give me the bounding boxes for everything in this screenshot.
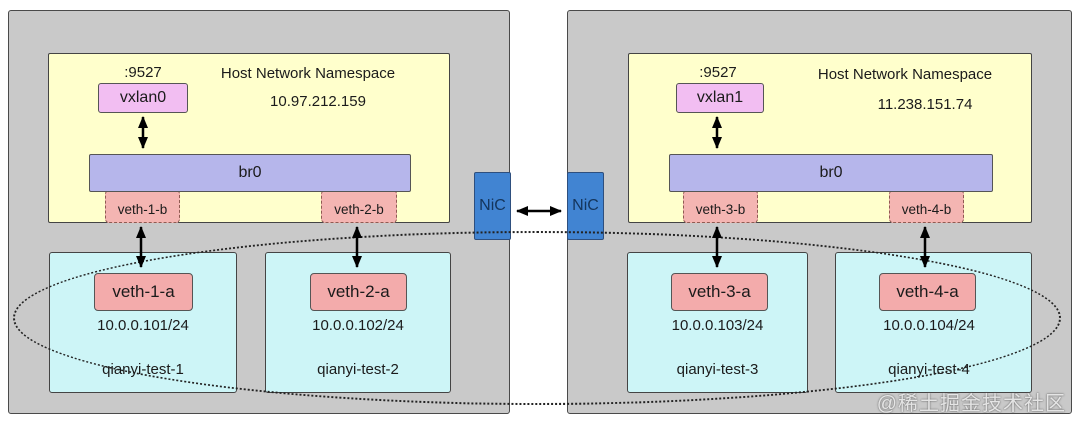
nic-box-left: NiC — [474, 172, 511, 240]
veth-peer-box: veth-4-b — [889, 190, 964, 223]
host-ip-label: 11.238.151.74 — [877, 96, 973, 113]
veth-peer-box: veth-2-b — [321, 190, 397, 223]
veth-peer-label: veth-3-b — [695, 202, 746, 217]
namespace-title: Host Network Namespace — [817, 66, 993, 83]
container-box-2: veth-2-a 10.0.0.102/24 qianyi-test-2 — [265, 252, 451, 393]
container-name-label: qianyi-test-4 — [888, 361, 970, 378]
container-ip-label: 10.0.0.102/24 — [312, 317, 404, 334]
bridge-label: br0 — [819, 164, 843, 181]
container-ip-label: 10.0.0.104/24 — [883, 317, 975, 334]
vxlan-interface-label: vxlan1 — [696, 89, 744, 106]
veth-container-box: veth-3-a — [671, 273, 768, 311]
watermark-text: @稀土掘金技术社区 — [876, 393, 1066, 415]
vxlan-interface-label: vxlan0 — [119, 89, 167, 106]
nic-label: NiC — [479, 197, 506, 214]
veth-container-box: veth-2-a — [310, 273, 407, 311]
veth-peer-box: veth-3-b — [683, 190, 758, 223]
veth-container-label: veth-3-a — [688, 282, 751, 301]
veth-peer-label: veth-4-b — [901, 202, 952, 217]
vxlan-port-label: :9527 — [699, 64, 737, 81]
container-name-label: qianyi-test-3 — [676, 361, 759, 378]
veth-peer-label: veth-2-b — [334, 202, 384, 217]
container-box-1: veth-1-a 10.0.0.101/24 qianyi-test-1 — [49, 252, 237, 393]
container-ip-label: 10.0.0.103/24 — [671, 317, 764, 334]
bridge-box: br0 — [669, 154, 993, 192]
namespace-box-left: :9527 Host Network Namespace 10.97.212.1… — [48, 53, 450, 223]
bridge-label: br0 — [238, 164, 262, 181]
veth-container-box: veth-4-a — [879, 273, 976, 311]
container-ip-label: 10.0.0.101/24 — [97, 317, 189, 334]
container-name-label: qianyi-test-2 — [317, 361, 399, 378]
container-box-3: veth-3-a 10.0.0.103/24 qianyi-test-3 — [627, 252, 808, 393]
veth-container-box: veth-1-a — [94, 273, 193, 311]
nic-label: NiC — [572, 197, 599, 214]
nic-box-right: NiC — [567, 172, 604, 240]
veth-container-label: veth-1-a — [112, 282, 175, 301]
veth-container-label: veth-2-a — [327, 282, 390, 301]
veth-peer-label: veth-1-b — [117, 202, 168, 217]
vxlan-interface-box: vxlan1 — [676, 83, 764, 113]
namespace-box-right: :9527 Host Network Namespace 11.238.151.… — [628, 53, 1032, 223]
host-ip-label: 10.97.212.159 — [270, 93, 366, 110]
vxlan-port-label: :9527 — [124, 64, 162, 81]
namespace-title: Host Network Namespace — [220, 65, 396, 82]
veth-peer-box: veth-1-b — [105, 190, 180, 223]
vxlan-interface-box: vxlan0 — [98, 83, 188, 113]
container-name-label: qianyi-test-1 — [102, 361, 184, 378]
veth-container-label: veth-4-a — [896, 282, 959, 301]
bridge-box: br0 — [89, 154, 411, 192]
container-box-4: veth-4-a 10.0.0.104/24 qianyi-test-4 — [835, 252, 1032, 393]
